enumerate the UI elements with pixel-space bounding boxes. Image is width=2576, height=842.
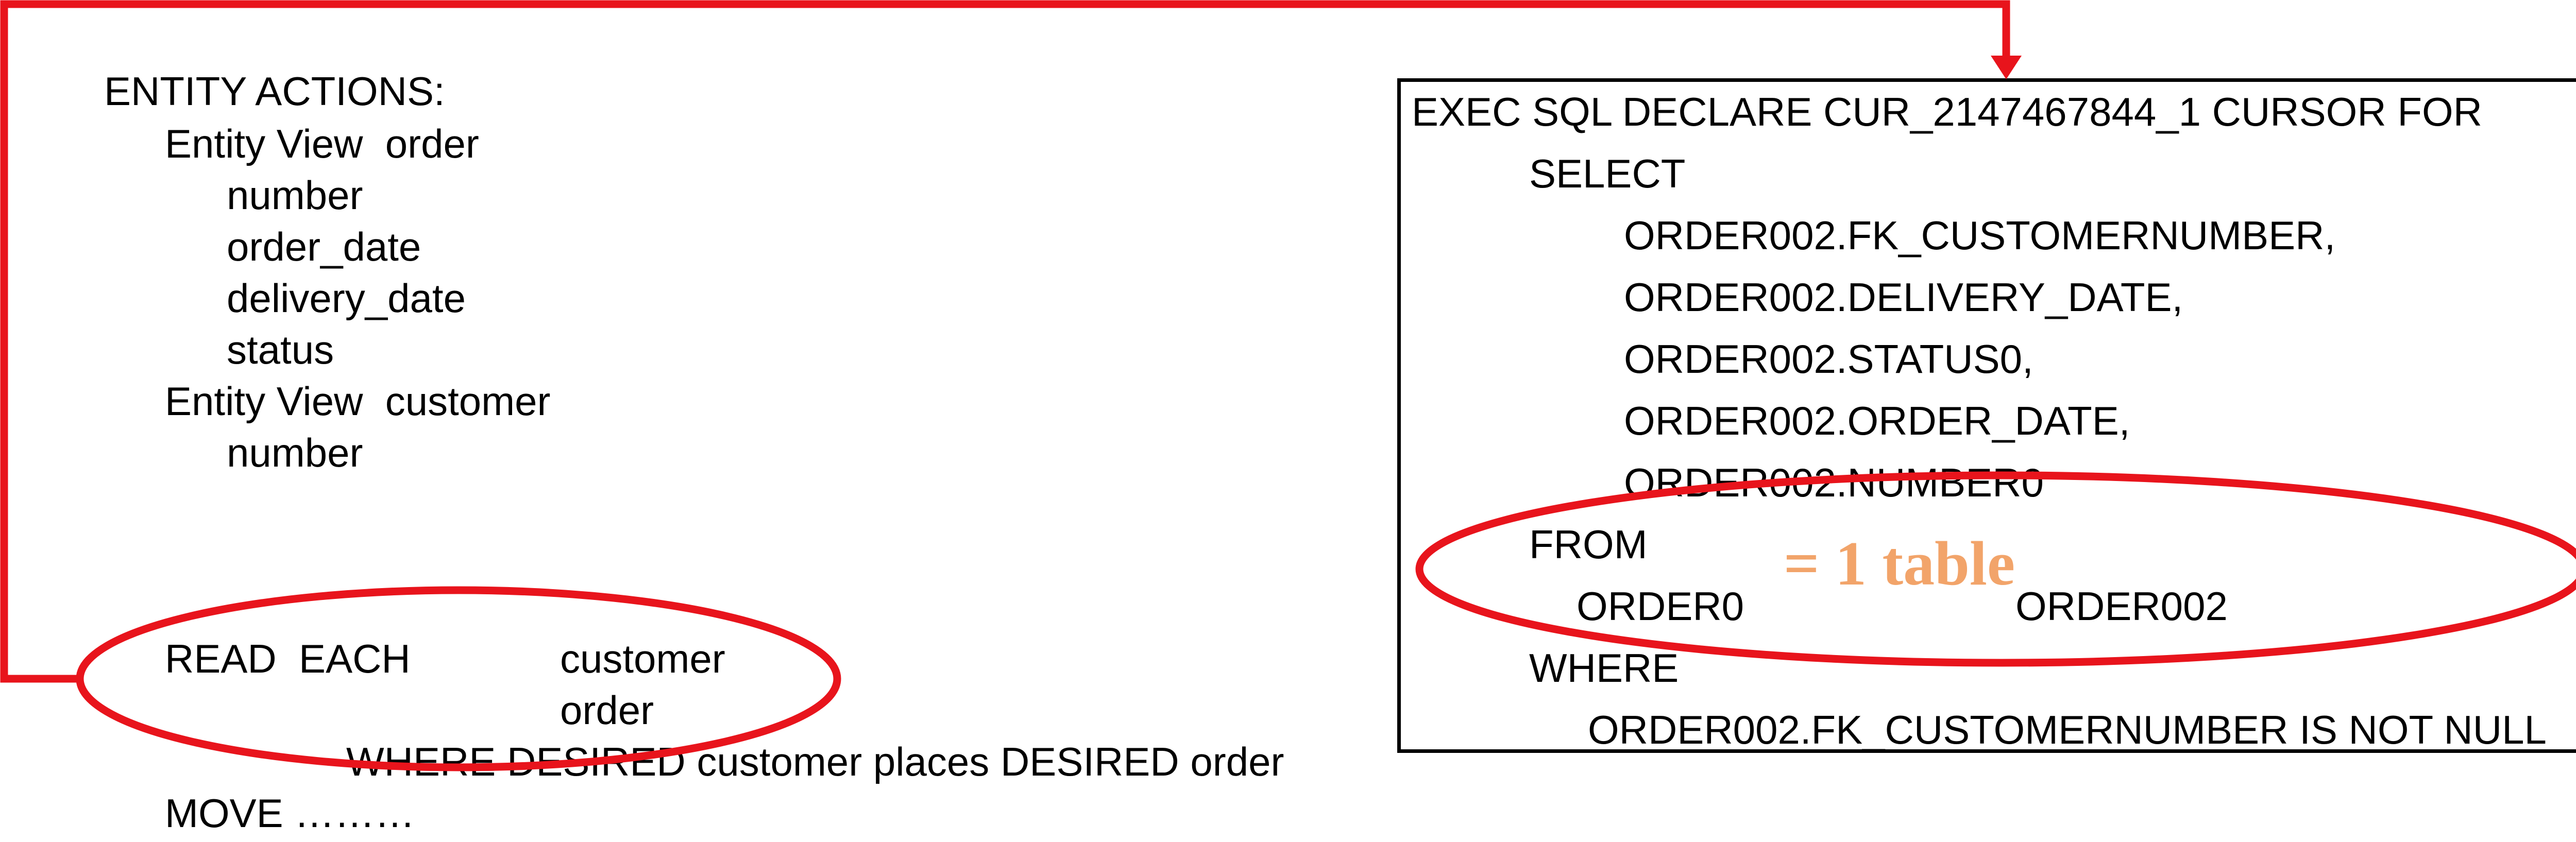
connector-line (0, 0, 2010, 683)
sql-line-table-order0: ORDER0 (1577, 583, 1744, 629)
order-attribute-status: status (227, 327, 334, 372)
one-table-callout: = 1 table (1784, 529, 2015, 598)
from-clause-highlight-ellipse (1415, 471, 2576, 667)
connector-arrowhead (1991, 56, 2022, 79)
order-attribute-order-date: order_date (227, 224, 421, 269)
sql-line-declare-cursor: EXEC SQL DECLARE CUR_2147467844_1 CURSOR… (1412, 89, 2482, 134)
sql-line-from: FROM (1529, 522, 1648, 567)
entity-view-order-title: Entity View order (165, 121, 479, 166)
read-each-entity-customer: customer (560, 636, 725, 681)
sql-line-where: WHERE (1529, 645, 1679, 691)
move-statement: MOVE ……… (165, 791, 415, 836)
customer-attribute-number: number (227, 430, 363, 475)
sql-line-select: SELECT (1529, 151, 1686, 196)
read-each-highlight-ellipse (76, 586, 841, 771)
read-each-where-clause: WHERE DESIRED customer places DESIRED or… (346, 739, 1284, 784)
entity-view-customer-title: Entity View customer (165, 379, 551, 424)
sql-line-fk-customernumber: ORDER002.FK_CUSTOMERNUMBER, (1624, 213, 2336, 258)
sql-line-delivery-date: ORDER002.DELIVERY_DATE, (1624, 274, 2183, 320)
read-each-keyword: READ EACH (165, 636, 411, 681)
order-attribute-delivery-date: delivery_date (227, 276, 466, 321)
sql-line-status0: ORDER002.STATUS0, (1624, 336, 2033, 382)
sql-line-table-alias-order002: ORDER002 (2015, 583, 2228, 629)
order-attribute-number: number (227, 173, 363, 218)
read-each-entity-order: order (560, 688, 654, 733)
entity-actions-heading: ENTITY ACTIONS: (104, 68, 445, 114)
sql-line-order-date: ORDER002.ORDER_DATE, (1624, 398, 2130, 443)
sql-line-not-null-condition: ORDER002.FK_CUSTOMERNUMBER IS NOT NULL (1588, 707, 2547, 752)
sql-code-box (1397, 78, 2576, 753)
